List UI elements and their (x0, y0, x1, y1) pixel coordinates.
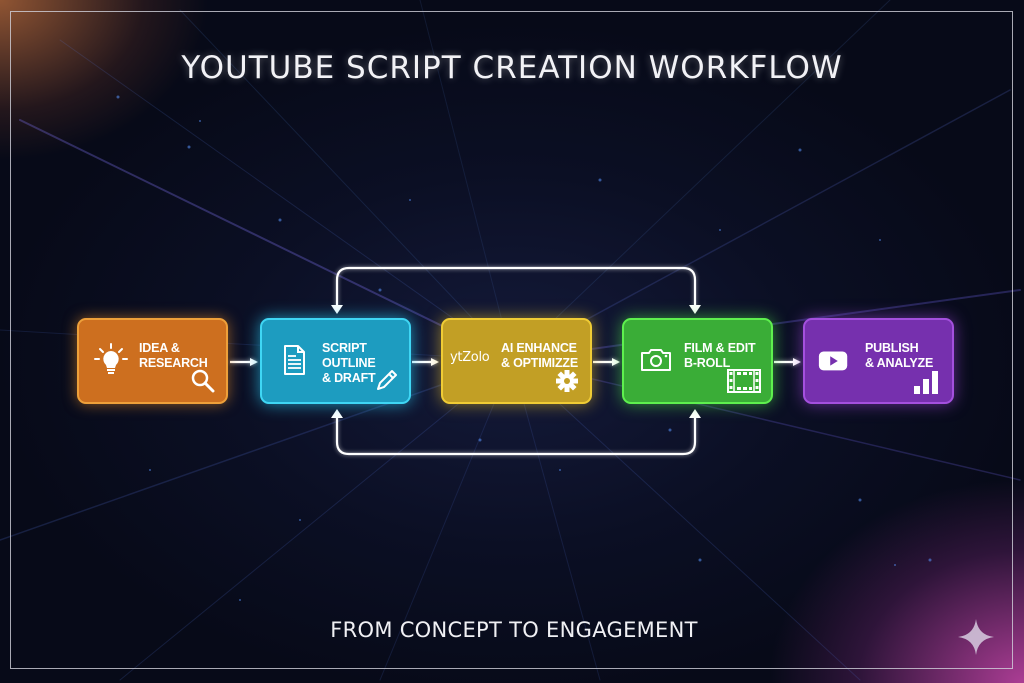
ytzolo-logo: ytZolo (450, 350, 490, 365)
step-label: AI ENHANCE & OPTIMIZZE (501, 341, 578, 370)
bottom-loop-arrowhead-right (689, 409, 701, 418)
step-label: FILM & EDIT B-ROLL (684, 341, 756, 370)
film-strip-icon (727, 369, 761, 393)
top-loop-arrowhead-right (689, 305, 701, 314)
pencil-icon (377, 370, 397, 390)
bottom-loop-arrowhead-left (331, 409, 343, 418)
magnifier-icon (191, 369, 215, 393)
bar-chart-icon (914, 371, 938, 394)
step-script-outline-draft[interactable]: SCRIPT OUTLINE & DRAFT (260, 318, 411, 404)
bottom-loop-line (335, 415, 697, 456)
logo-text: ytZolo (450, 350, 490, 365)
step-publish-analyze[interactable]: PUBLISH & ANALYZE (803, 318, 954, 404)
step-film-edit-broll[interactable]: FILM & EDIT B-ROLL (622, 318, 773, 404)
top-loop-line (335, 266, 697, 310)
youtube-play-icon (818, 351, 848, 371)
camera-icon (641, 349, 671, 371)
top-loop-arrowhead-left (331, 305, 343, 314)
diagram-title: YOUTUBE SCRIPT CREATION WORKFLOW (181, 50, 843, 86)
diagram-subtitle: FROM CONCEPT TO ENGAGEMENT (330, 618, 698, 642)
step-label: SCRIPT OUTLINE & DRAFT (322, 341, 376, 385)
gear-icon (556, 370, 578, 392)
step-label: PUBLISH & ANALYZE (865, 341, 934, 370)
document-icon (284, 345, 305, 375)
lightbulb-icon (94, 343, 128, 374)
step-idea-research[interactable]: IDEA & RESEARCH (77, 318, 228, 404)
step-ai-enhance-optimize[interactable]: ytZolo AI ENHANCE & OPTIMIZZE (441, 318, 592, 404)
step-label: IDEA & RESEARCH (139, 341, 208, 370)
sparkle-icon (958, 619, 994, 655)
